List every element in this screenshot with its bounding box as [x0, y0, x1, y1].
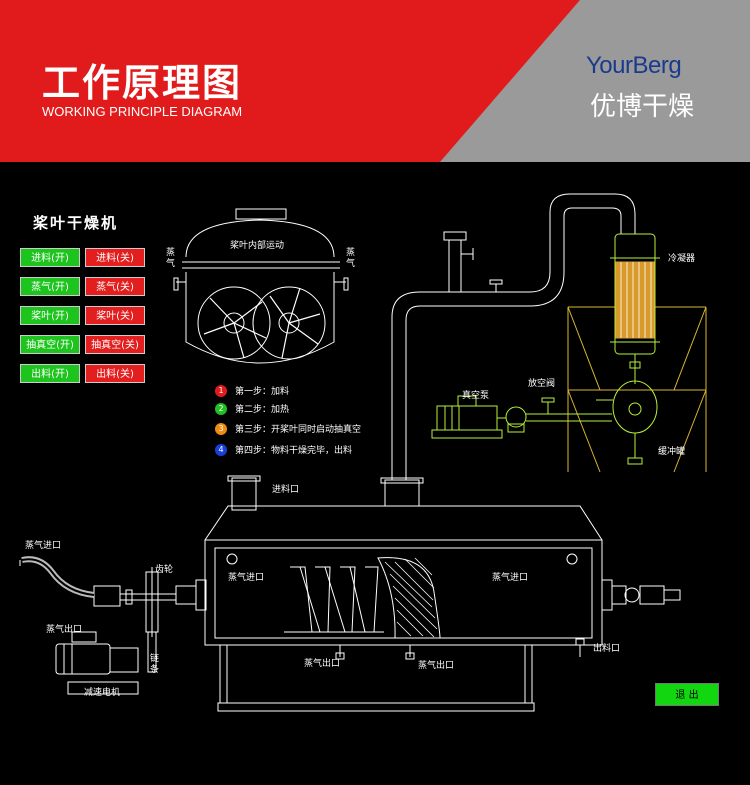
panel-title: 桨叶干燥机 [33, 214, 119, 232]
step-number: 3 [215, 422, 227, 435]
paddle-inner-view [173, 208, 349, 364]
step-number: 2 [215, 402, 227, 415]
steam-on-button[interactable]: 蒸气(开) [20, 277, 80, 296]
exit-button[interactable]: 退 出 [655, 683, 719, 706]
steam-right-label: 蒸气 [346, 248, 356, 269]
vacuum-on-button[interactable]: 抽真空(开) [20, 335, 80, 354]
discharge-off-button[interactable]: 出料(关) [85, 364, 145, 383]
feed-on-button[interactable]: 进料(开) [20, 248, 80, 267]
steam-left-label: 蒸气 [166, 248, 176, 269]
vacuum-pump-label: 真空泵 [462, 391, 490, 401]
condenser [596, 233, 660, 465]
step-text: 第二步：加热 [235, 405, 290, 415]
header-banner: 工作原理图 WORKING PRINCIPLE DIAGRAM YourBerg… [0, 0, 750, 162]
step-2: 2 第二步：加热 [215, 402, 289, 416]
page-title: 工作原理图 [42, 61, 243, 105]
gear-label: 齿轮 [155, 565, 174, 575]
buffer-tank-label: 缓冲罐 [658, 447, 686, 457]
discharge-on-button[interactable]: 出料(开) [20, 364, 80, 383]
step-4: 4 第四步：物料干燥完毕，出料 [215, 443, 352, 457]
vacuum-pipe [391, 193, 636, 480]
condenser-label: 冷凝器 [668, 254, 696, 264]
step-number: 1 [215, 384, 227, 397]
steam-outlet-bottom-1-label: 蒸气出口 [304, 659, 341, 669]
paddle-off-button[interactable]: 桨叶(关) [85, 306, 145, 325]
machine-schematic [19, 193, 707, 712]
step-text: 第一步：加料 [235, 387, 290, 397]
vacuum-pump [431, 395, 612, 439]
step-text: 第三步：开桨叶同时启动抽真空 [235, 425, 362, 435]
feed-inlet-label: 进料口 [272, 485, 300, 495]
steam-off-button[interactable]: 蒸气(关) [85, 277, 145, 296]
inner-motion-label: 桨叶内部运动 [230, 241, 285, 251]
chain-label: 链条 [150, 654, 160, 675]
steam-inlet-inner-right-label: 蒸气进口 [492, 573, 529, 583]
steam-inlet-inner-left-label: 蒸气进口 [228, 573, 265, 583]
vent-valve-label: 放空阀 [528, 379, 556, 389]
step-number: 4 [215, 443, 227, 456]
paddle-on-button[interactable]: 桨叶(开) [20, 306, 80, 325]
feed-off-button[interactable]: 进料(关) [85, 248, 145, 267]
motor-label: 减速电机 [84, 688, 121, 698]
steam-outlet-left-label: 蒸气出口 [46, 625, 83, 635]
steam-outlet-bottom-2-label: 蒸气出口 [418, 661, 455, 671]
header-background [0, 0, 750, 162]
step-text: 第四步：物料干燥完毕，出料 [235, 446, 353, 456]
page-subtitle: WORKING PRINCIPLE DIAGRAM [42, 104, 243, 119]
dryer-body [19, 475, 681, 712]
diagram-area: 桨叶干燥机 进料(开) 进料(关) 蒸气(开) 蒸气(关) 桨叶(开) 桨叶(关… [0, 162, 750, 785]
brand-logo: YourBerg [586, 52, 682, 79]
step-3: 3 第三步：开桨叶同时启动抽真空 [215, 422, 361, 436]
steam-inlet-label: 蒸气进口 [25, 541, 62, 551]
brand-name: 优博干燥 [590, 92, 695, 122]
vacuum-off-button[interactable]: 抽真空(关) [85, 335, 145, 354]
discharge-label: 出料口 [593, 644, 621, 654]
step-1: 1 第一步：加料 [215, 384, 289, 398]
